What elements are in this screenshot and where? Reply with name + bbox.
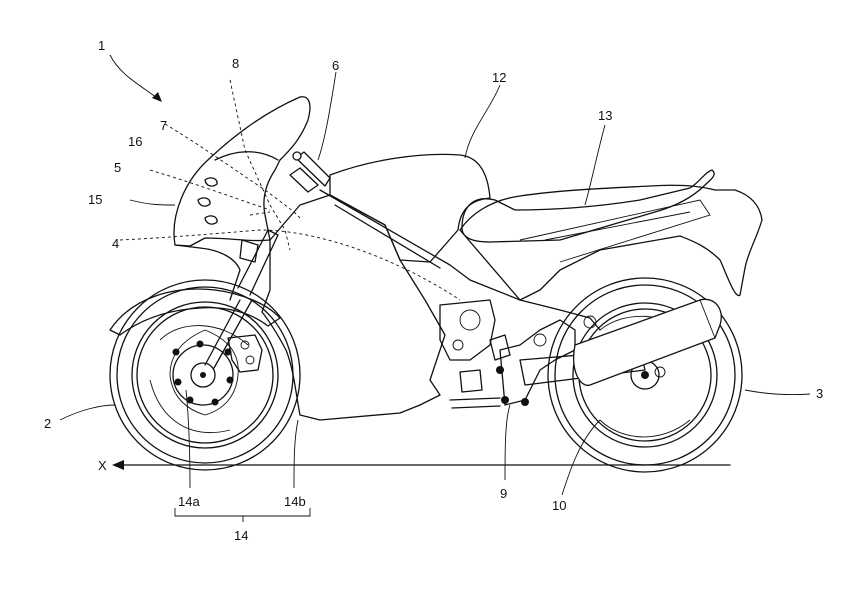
label-12: 12 [492, 70, 506, 85]
label-16: 16 [128, 134, 142, 149]
label-13: 13 [598, 108, 612, 123]
tank-and-frame [319, 153, 763, 301]
hidden-lines [119, 79, 461, 301]
handlebar [289, 151, 331, 193]
pointer-arrow-icon [152, 92, 162, 102]
front-wheel [109, 279, 301, 471]
lower-cowl [261, 194, 446, 421]
label-9: 9 [500, 486, 507, 501]
label-5: 5 [114, 160, 121, 175]
axis-arrow-icon [112, 460, 124, 470]
label-10: 10 [552, 498, 566, 513]
label-6: 6 [332, 58, 339, 73]
label-15: 15 [88, 192, 102, 207]
label-3: 3 [816, 386, 823, 401]
front-fender [109, 288, 281, 336]
swingarm-muffler [519, 298, 722, 386]
axis-label-x: X [98, 458, 107, 473]
ground-axis [112, 460, 731, 470]
front-cowl [173, 96, 311, 301]
group-bracket [174, 508, 311, 522]
label-1: 1 [98, 38, 105, 53]
label-2: 2 [44, 416, 51, 431]
label-4: 4 [112, 236, 119, 251]
reference-labels: 1 2 3 4 5 6 7 8 9 10 12 13 14 14a 14b 15… [44, 38, 823, 543]
label-14: 14 [234, 528, 248, 543]
leader-lines [59, 54, 811, 496]
label-14a: 14a [178, 494, 200, 509]
front-fork [204, 229, 279, 369]
label-8: 8 [232, 56, 239, 71]
label-14b: 14b [284, 494, 306, 509]
label-7: 7 [160, 118, 167, 133]
seat [461, 169, 715, 243]
